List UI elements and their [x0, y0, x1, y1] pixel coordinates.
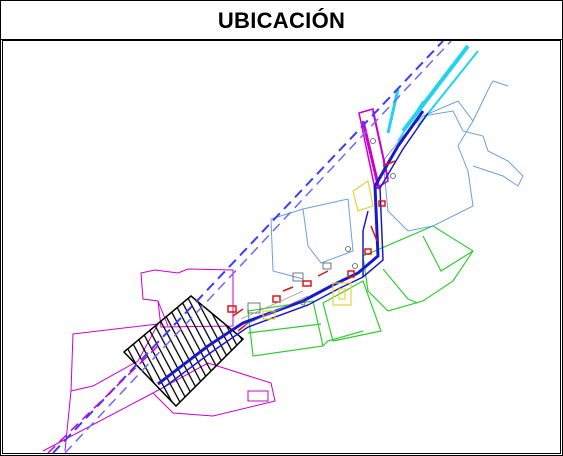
cyan-lines [386, 44, 479, 142]
parcel-green-div [247, 323, 322, 334]
parcel-blue-d [472, 165, 519, 187]
parcel-left-large [70, 323, 159, 392]
map-drawing [42, 41, 524, 453]
hatched-site-area [122, 295, 245, 408]
title-bar: UBICACIÓN [1, 1, 562, 40]
parcel-upper-left [140, 268, 234, 328]
yellow-details [262, 180, 374, 320]
parcel-green-edge [322, 330, 364, 347]
magenta-strip [358, 108, 389, 191]
parcel-blue-a [382, 100, 474, 232]
parcel-small-box [247, 390, 269, 402]
magenta-parcels [42, 268, 276, 452]
parcel-blue-b [422, 110, 524, 187]
parcel-blue-e [302, 198, 354, 264]
blue-parcels [270, 80, 524, 280]
parcel-blue-c [472, 80, 509, 122]
parcel-green-c [362, 225, 474, 312]
parcel-green-b [322, 280, 382, 342]
green-parcels [247, 225, 474, 357]
small-structures [240, 138, 396, 326]
parcel-green-div3 [422, 235, 474, 272]
parcel-left-edge [64, 390, 72, 452]
parcel-green-div2 [382, 268, 419, 304]
dashed-alignments [47, 41, 452, 453]
location-map [2, 40, 561, 454]
parcel-bottom-line [42, 392, 154, 452]
red-details [227, 160, 396, 332]
page-title: UBICACIÓN [217, 8, 346, 33]
